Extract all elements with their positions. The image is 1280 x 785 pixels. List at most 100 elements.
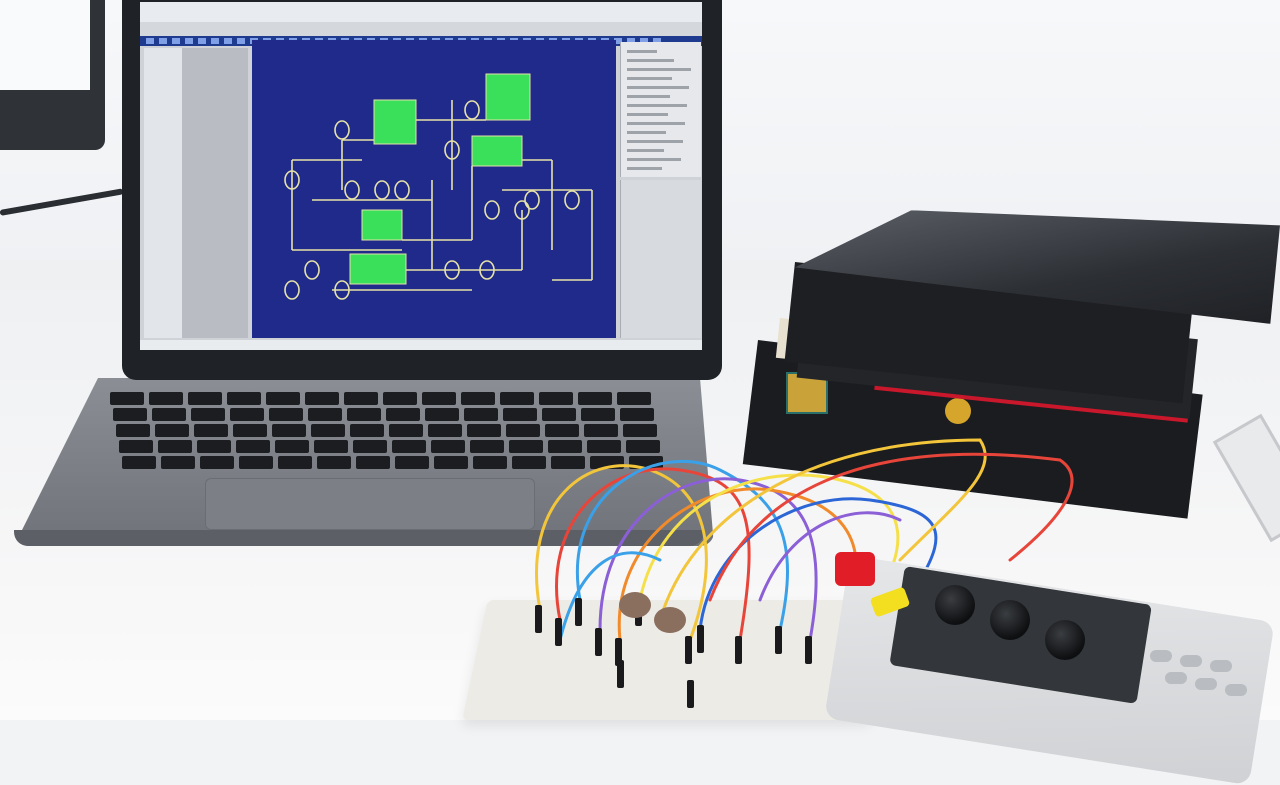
wire-connector-pin	[617, 660, 624, 688]
book-badge	[945, 398, 971, 424]
schematic-symbol	[464, 100, 480, 120]
schematic-component	[361, 209, 403, 241]
keyboard-key	[539, 392, 573, 405]
toolbar-button	[185, 38, 193, 44]
toolbar-button	[146, 38, 154, 44]
keyboard-key	[389, 424, 423, 437]
keyboard-key	[623, 424, 657, 437]
keyboard-key	[278, 456, 312, 469]
keyboard-key	[227, 392, 261, 405]
keyboard-key	[119, 440, 153, 453]
keyboard-key	[422, 392, 456, 405]
device-button	[1165, 672, 1187, 684]
keyboard-key	[200, 456, 234, 469]
keyboard-key	[272, 424, 306, 437]
keyboard-key	[149, 392, 183, 405]
panel-list-line	[627, 113, 668, 116]
keyboard-key	[305, 392, 339, 405]
keyboard-key	[509, 440, 543, 453]
toolbar-button	[614, 38, 622, 44]
panel-list-line	[627, 77, 672, 80]
schematic-component	[349, 253, 407, 285]
keyboard-key	[473, 456, 507, 469]
schematic-symbol	[394, 180, 410, 200]
keyboard-key	[386, 408, 420, 421]
laptop-trackpad	[205, 478, 535, 530]
keyboard-key	[395, 456, 429, 469]
schematic-symbol	[484, 200, 500, 220]
keyboard-key	[470, 440, 504, 453]
wire-connector-pin	[735, 636, 742, 664]
device-knob	[935, 585, 975, 625]
keyboard-key	[158, 440, 192, 453]
breadboard-component	[654, 607, 686, 633]
jumper-wire	[638, 473, 900, 602]
keyboard-key	[266, 392, 300, 405]
keyboard-key	[239, 456, 273, 469]
device-button	[1210, 660, 1232, 672]
breadboard-component	[619, 592, 651, 618]
keyboard-key	[269, 408, 303, 421]
toolbar-button	[224, 38, 232, 44]
keyboard-key	[317, 456, 351, 469]
keyboard-key	[542, 408, 576, 421]
panel-list-line	[627, 104, 687, 107]
wire-connector-pin	[685, 636, 692, 664]
red-probe-connector	[835, 552, 875, 586]
wire-connector-pin	[575, 598, 582, 626]
keyboard-key	[461, 392, 495, 405]
wire-connector-pin	[687, 680, 694, 708]
keyboard-key	[308, 408, 342, 421]
device-button	[1225, 684, 1247, 696]
schematic-symbol	[524, 190, 540, 210]
keyboard-key	[425, 408, 459, 421]
jumper-wire	[758, 511, 902, 602]
keyboard-key	[161, 456, 195, 469]
keyboard-key	[194, 424, 228, 437]
keyboard-key	[344, 392, 378, 405]
toolbar-button	[640, 38, 648, 44]
keyboard-key	[626, 440, 660, 453]
app-title-bar	[140, 2, 702, 22]
wire-connector-pin	[615, 638, 622, 666]
schematic-component	[485, 73, 531, 121]
schematic-symbol	[334, 120, 350, 140]
device-button	[1180, 655, 1202, 667]
device-knob	[990, 600, 1030, 640]
jumper-wire	[555, 467, 751, 642]
panel-list-line	[627, 167, 662, 170]
panel-list-line	[627, 149, 664, 152]
panel-list-line	[627, 59, 674, 62]
schematic-symbol	[374, 180, 390, 200]
keyboard-key	[188, 392, 222, 405]
keyboard-key	[356, 456, 390, 469]
keyboard-key	[233, 424, 267, 437]
keyboard-key	[503, 408, 537, 421]
keyboard-key	[584, 424, 618, 437]
wire-connector-pin	[595, 628, 602, 656]
schematic-symbol	[444, 140, 460, 160]
schematic-canvas	[252, 40, 616, 338]
schematic-symbol	[284, 170, 300, 190]
panel-list-line	[627, 50, 657, 53]
panel-list-line	[627, 122, 685, 125]
keyboard-key	[383, 392, 417, 405]
right-preview-panel	[620, 180, 701, 338]
keyboard-key	[506, 424, 540, 437]
keyboard-key	[236, 440, 270, 453]
panel-list-line	[627, 95, 670, 98]
jumper-wire	[708, 452, 1074, 602]
left-property-panel	[182, 48, 248, 338]
panel-list-line	[627, 131, 666, 134]
keyboard-key	[152, 408, 186, 421]
keyboard-key	[122, 456, 156, 469]
device-button	[1195, 678, 1217, 690]
panel-list-line	[627, 86, 689, 89]
keyboard-key	[113, 408, 147, 421]
jumper-wire	[558, 551, 662, 642]
wire-connector-pin	[697, 625, 704, 653]
keyboard-key	[116, 424, 150, 437]
keyboard-key	[110, 392, 144, 405]
keyboard-key	[548, 440, 582, 453]
keyboard-key	[275, 440, 309, 453]
